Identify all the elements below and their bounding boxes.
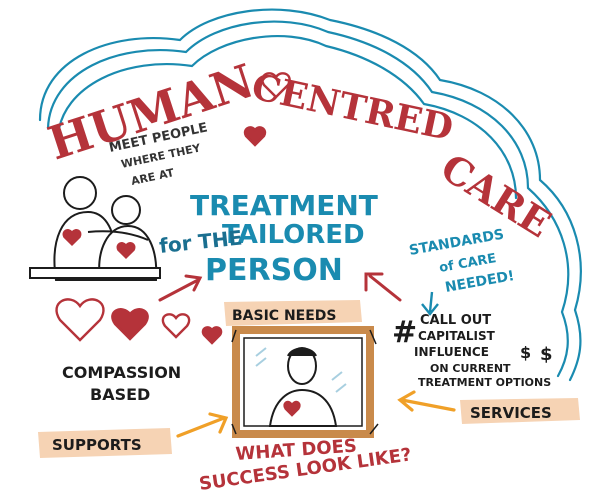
heart-icon: [116, 242, 136, 260]
svg-text:BASED: BASED: [90, 385, 150, 404]
heart-icon: [283, 400, 301, 417]
cloud-outline: [38, 8, 582, 382]
heart-icon-group: [243, 72, 291, 147]
heart-icon: [261, 72, 291, 99]
supports-tag: SUPPORTS: [38, 428, 172, 458]
call-out-text: # CALL OUT CAPITALIST INFLUENCE $ $ ON C…: [392, 313, 553, 389]
heart-icon-group: [62, 229, 136, 260]
svg-text:SERVICES: SERVICES: [470, 404, 552, 422]
heart-icon: [201, 326, 223, 345]
svg-text:SUPPORTS: SUPPORTS: [52, 436, 142, 454]
svg-text:CALL OUT: CALL OUT: [420, 313, 491, 328]
arrow-orange: [176, 412, 229, 438]
heart-icon: [111, 308, 149, 341]
heart-icon: [161, 313, 191, 339]
title-centred: CENTRED: [248, 66, 457, 150]
svg-text:BASIC NEEDS: BASIC NEEDS: [232, 308, 337, 324]
svg-text:ON CURRENT: ON CURRENT: [430, 362, 511, 375]
success-question: WHAT DOES SUCCESS LOOK LIKE?: [198, 436, 413, 495]
hugging-people-illustration: [29, 176, 161, 281]
standards-text: STANDARDS of CARE NEEDED!: [408, 227, 516, 296]
svg-text:$: $: [520, 343, 531, 362]
heart-icon: [55, 298, 105, 342]
treatment-text: TREATMENT TAILORED for THE PERSON: [158, 189, 378, 288]
svg-text:TREATMENT OPTIONS: TREATMENT OPTIONS: [418, 376, 551, 389]
svg-text:$: $: [540, 344, 553, 365]
red-arrows: [158, 272, 402, 302]
svg-text:INFLUENCE: INFLUENCE: [414, 345, 489, 359]
basic-needs-tag: BASIC NEEDS: [224, 300, 362, 326]
svg-text:ARE AT: ARE AT: [130, 166, 176, 188]
svg-text:TAILORED: TAILORED: [222, 220, 365, 250]
services-tag: SERVICES: [460, 398, 580, 424]
svg-text:PERSON: PERSON: [205, 253, 343, 288]
svg-text:TREATMENT: TREATMENT: [190, 189, 378, 222]
arrow-blue: [421, 291, 439, 316]
arrow-orange: [397, 390, 456, 412]
heart-icon: [243, 126, 267, 147]
svg-text:COMPASSION: COMPASSION: [62, 363, 181, 382]
svg-text:CAPITALIST: CAPITALIST: [418, 329, 496, 343]
framed-portrait: [231, 326, 379, 438]
heart-icon: [62, 229, 82, 247]
svg-text:#: #: [392, 315, 417, 350]
heart-icon-group: [55, 298, 223, 345]
compassion-text: COMPASSION BASED: [62, 363, 181, 404]
